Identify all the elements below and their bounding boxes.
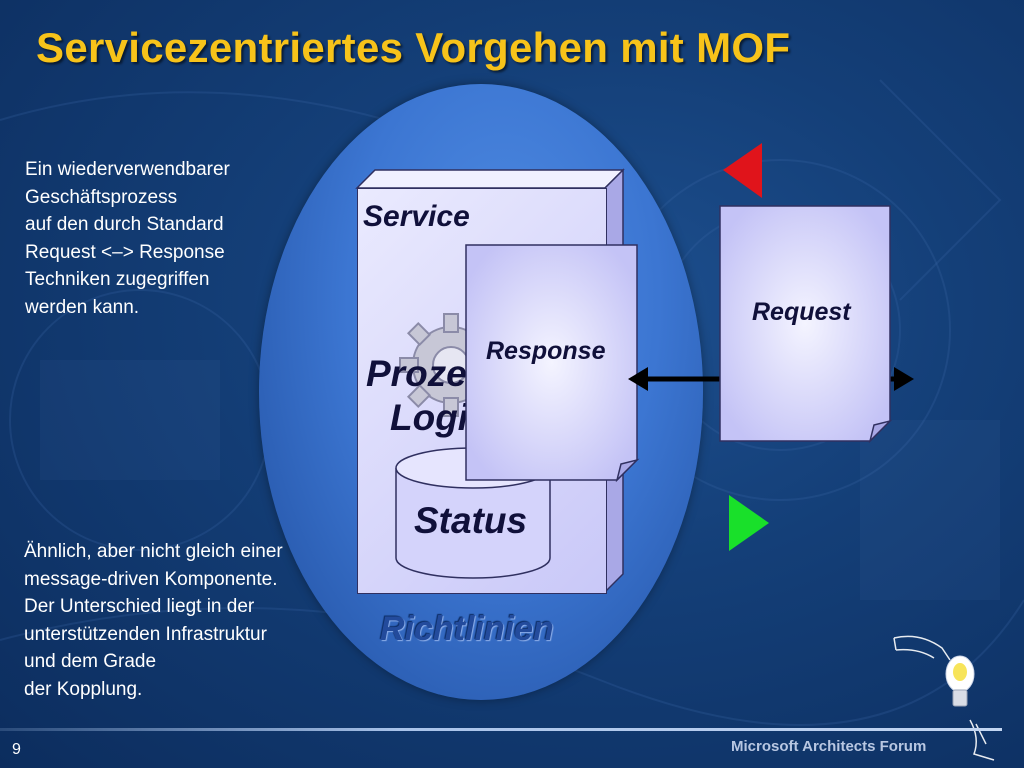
comparison-paragraph: Ähnlich, aber nicht gleich einer message…	[24, 538, 344, 703]
intro-line: Techniken zugegriffen	[25, 269, 210, 290]
intro-line: Geschäftsprozess	[25, 186, 178, 208]
intro-line: werden kann.	[25, 296, 140, 318]
footer-label: Microsoft Architects Forum	[731, 738, 927, 755]
request-label: Request	[752, 298, 851, 326]
comparison-line: Ähnlich, aber nicht gleich einer	[24, 541, 283, 562]
slide-title: Servicezentriertes Vorgehen mit MOF	[36, 24, 791, 71]
green-triangle-icon	[729, 495, 769, 551]
comparison-line: unterstützenden Infrastruktur	[24, 623, 267, 645]
intro-paragraph: Ein wiederverwendbarer Geschäftsprozess …	[25, 156, 285, 321]
status-label: Status	[414, 500, 528, 541]
request-document	[719, 205, 893, 443]
service-label: Service	[363, 200, 470, 233]
response-label: Response	[486, 337, 606, 365]
response-document	[465, 244, 640, 482]
comparison-line: message-driven Komponente.	[24, 568, 278, 590]
red-triangle-icon	[723, 143, 762, 198]
intro-line: Ein wiederverwendbarer	[25, 159, 230, 180]
intro-line: Request <–> Response	[25, 241, 225, 263]
policy-label: Richtlinien	[380, 610, 554, 648]
prozess-line: Logi	[390, 397, 469, 438]
page-number: 9	[12, 741, 21, 758]
comparison-line: und dem Grade	[24, 651, 157, 672]
lightbulb-hand-icon	[893, 635, 995, 761]
intro-line: auf den durch Standard	[25, 214, 224, 235]
prozess-logik-label: Proze Logi	[366, 352, 526, 440]
prozess-line: Proze	[366, 353, 467, 394]
footer-divider	[0, 728, 1002, 731]
comparison-line: Der Unterschied liegt in der	[24, 596, 255, 617]
comparison-line: der Kopplung.	[24, 678, 143, 700]
